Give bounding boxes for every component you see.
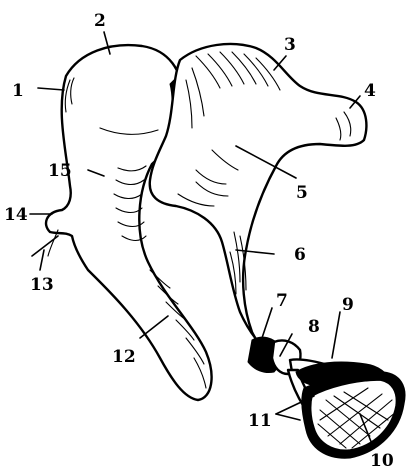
label-8: 8 [308,317,320,337]
leader-1 [38,88,64,90]
leader-13a [40,250,44,270]
label-12: 12 [112,347,136,367]
label-2: 2 [94,11,106,31]
leader-7 [262,308,272,338]
label-7: 7 [276,291,288,311]
label-5: 5 [296,183,308,203]
label-1: 1 [12,81,24,101]
label-4: 4 [364,81,376,101]
leader-9 [332,312,340,358]
label-11: 11 [248,411,272,431]
label-15: 15 [48,161,72,181]
label-10: 10 [370,451,394,471]
label-13: 13 [30,275,54,295]
label-6: 6 [294,245,306,265]
label-14: 14 [4,205,28,225]
leader-11b [276,414,300,420]
label-3: 3 [284,35,296,55]
label-9: 9 [342,295,354,315]
right-bone-outline [150,44,367,348]
leader-13b [32,236,58,256]
